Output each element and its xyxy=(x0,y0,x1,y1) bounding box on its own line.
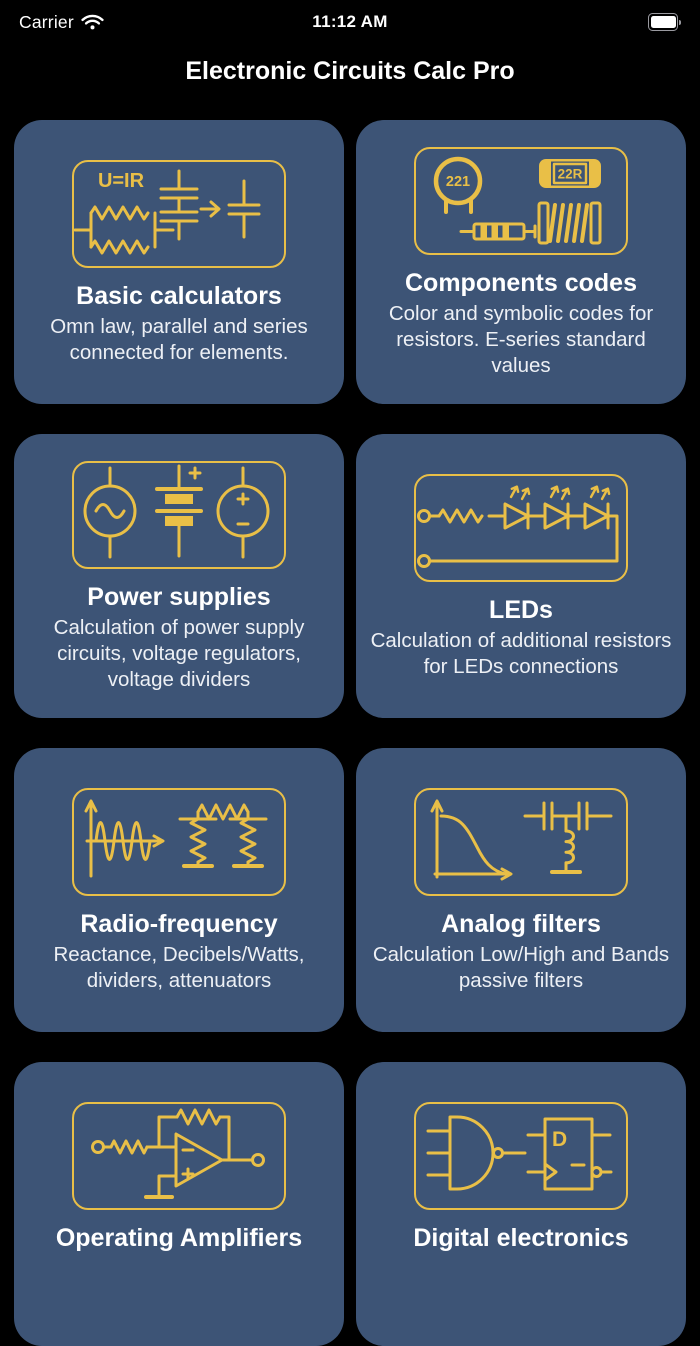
card-title: Components codes xyxy=(405,268,637,297)
radio-frequency-icon xyxy=(72,787,286,896)
card-radio-frequency[interactable]: Radio-frequency Reactance, Decibels/Watt… xyxy=(14,748,344,1032)
card-digital-electronics[interactable]: D Digital electronics xyxy=(356,1062,686,1346)
card-power-supplies[interactable]: Power supplies Calculation of power supp… xyxy=(14,434,344,718)
flip-flop-label: D xyxy=(552,1128,567,1151)
card-description: Reactance, Decibels/Watts, dividers, att… xyxy=(53,942,305,992)
status-bar: Carrier 11:12 AM xyxy=(0,0,700,44)
wifi-icon xyxy=(81,14,104,30)
digital-electronics-icon: D xyxy=(414,1101,628,1210)
card-title: Operating Amplifiers xyxy=(55,1223,303,1252)
analog-filters-icon xyxy=(414,787,628,896)
card-title: Analog filters xyxy=(441,909,601,938)
disc-capacitor-code: 221 xyxy=(446,174,470,190)
battery-icon xyxy=(648,13,681,31)
card-description: Calculation Low/High and Bands passive f… xyxy=(372,942,670,992)
clock-label: 11:12 AM xyxy=(312,12,388,31)
cards-grid: U=IR Basic calculators Omn law, parallel… xyxy=(14,120,686,1346)
components-codes-icon: 221 22R xyxy=(414,146,628,255)
smd-resistor-code: 22R xyxy=(558,166,583,181)
card-title: Power supplies xyxy=(87,582,271,611)
operating-amplifiers-icon xyxy=(72,1101,286,1210)
card-description: Calculation of additional resistors for … xyxy=(370,628,672,678)
card-leds[interactable]: LEDs Calculation of additional resistors… xyxy=(356,434,686,718)
card-title: LEDs xyxy=(489,595,553,624)
basic-calculators-icon: U=IR xyxy=(72,159,286,268)
card-analog-filters[interactable]: Analog filters Calculation Low/High and … xyxy=(356,748,686,1032)
card-basic-calculators[interactable]: U=IR Basic calculators Omn law, parallel… xyxy=(14,120,344,404)
card-operating-amplifiers[interactable]: Operating Amplifiers xyxy=(14,1062,344,1346)
leds-icon xyxy=(414,473,628,582)
card-title: Radio-frequency xyxy=(80,909,278,938)
ohms-law-formula: U=IR xyxy=(98,170,145,192)
card-title: Basic calculators xyxy=(76,281,282,310)
card-components-codes[interactable]: 221 22R Components codes Color and symbo… xyxy=(356,120,686,404)
carrier-label: Carrier xyxy=(19,11,74,32)
card-description: Omn law, parallel and series connected f… xyxy=(50,314,308,364)
page-title: Electronic Circuits Calc Pro xyxy=(185,57,515,85)
power-supplies-icon xyxy=(72,460,286,569)
card-description: Calculation of power supply circuits, vo… xyxy=(53,615,305,691)
card-description: Color and symbolic codes for resistors. … xyxy=(388,301,654,377)
card-title: Digital electronics xyxy=(413,1223,629,1252)
